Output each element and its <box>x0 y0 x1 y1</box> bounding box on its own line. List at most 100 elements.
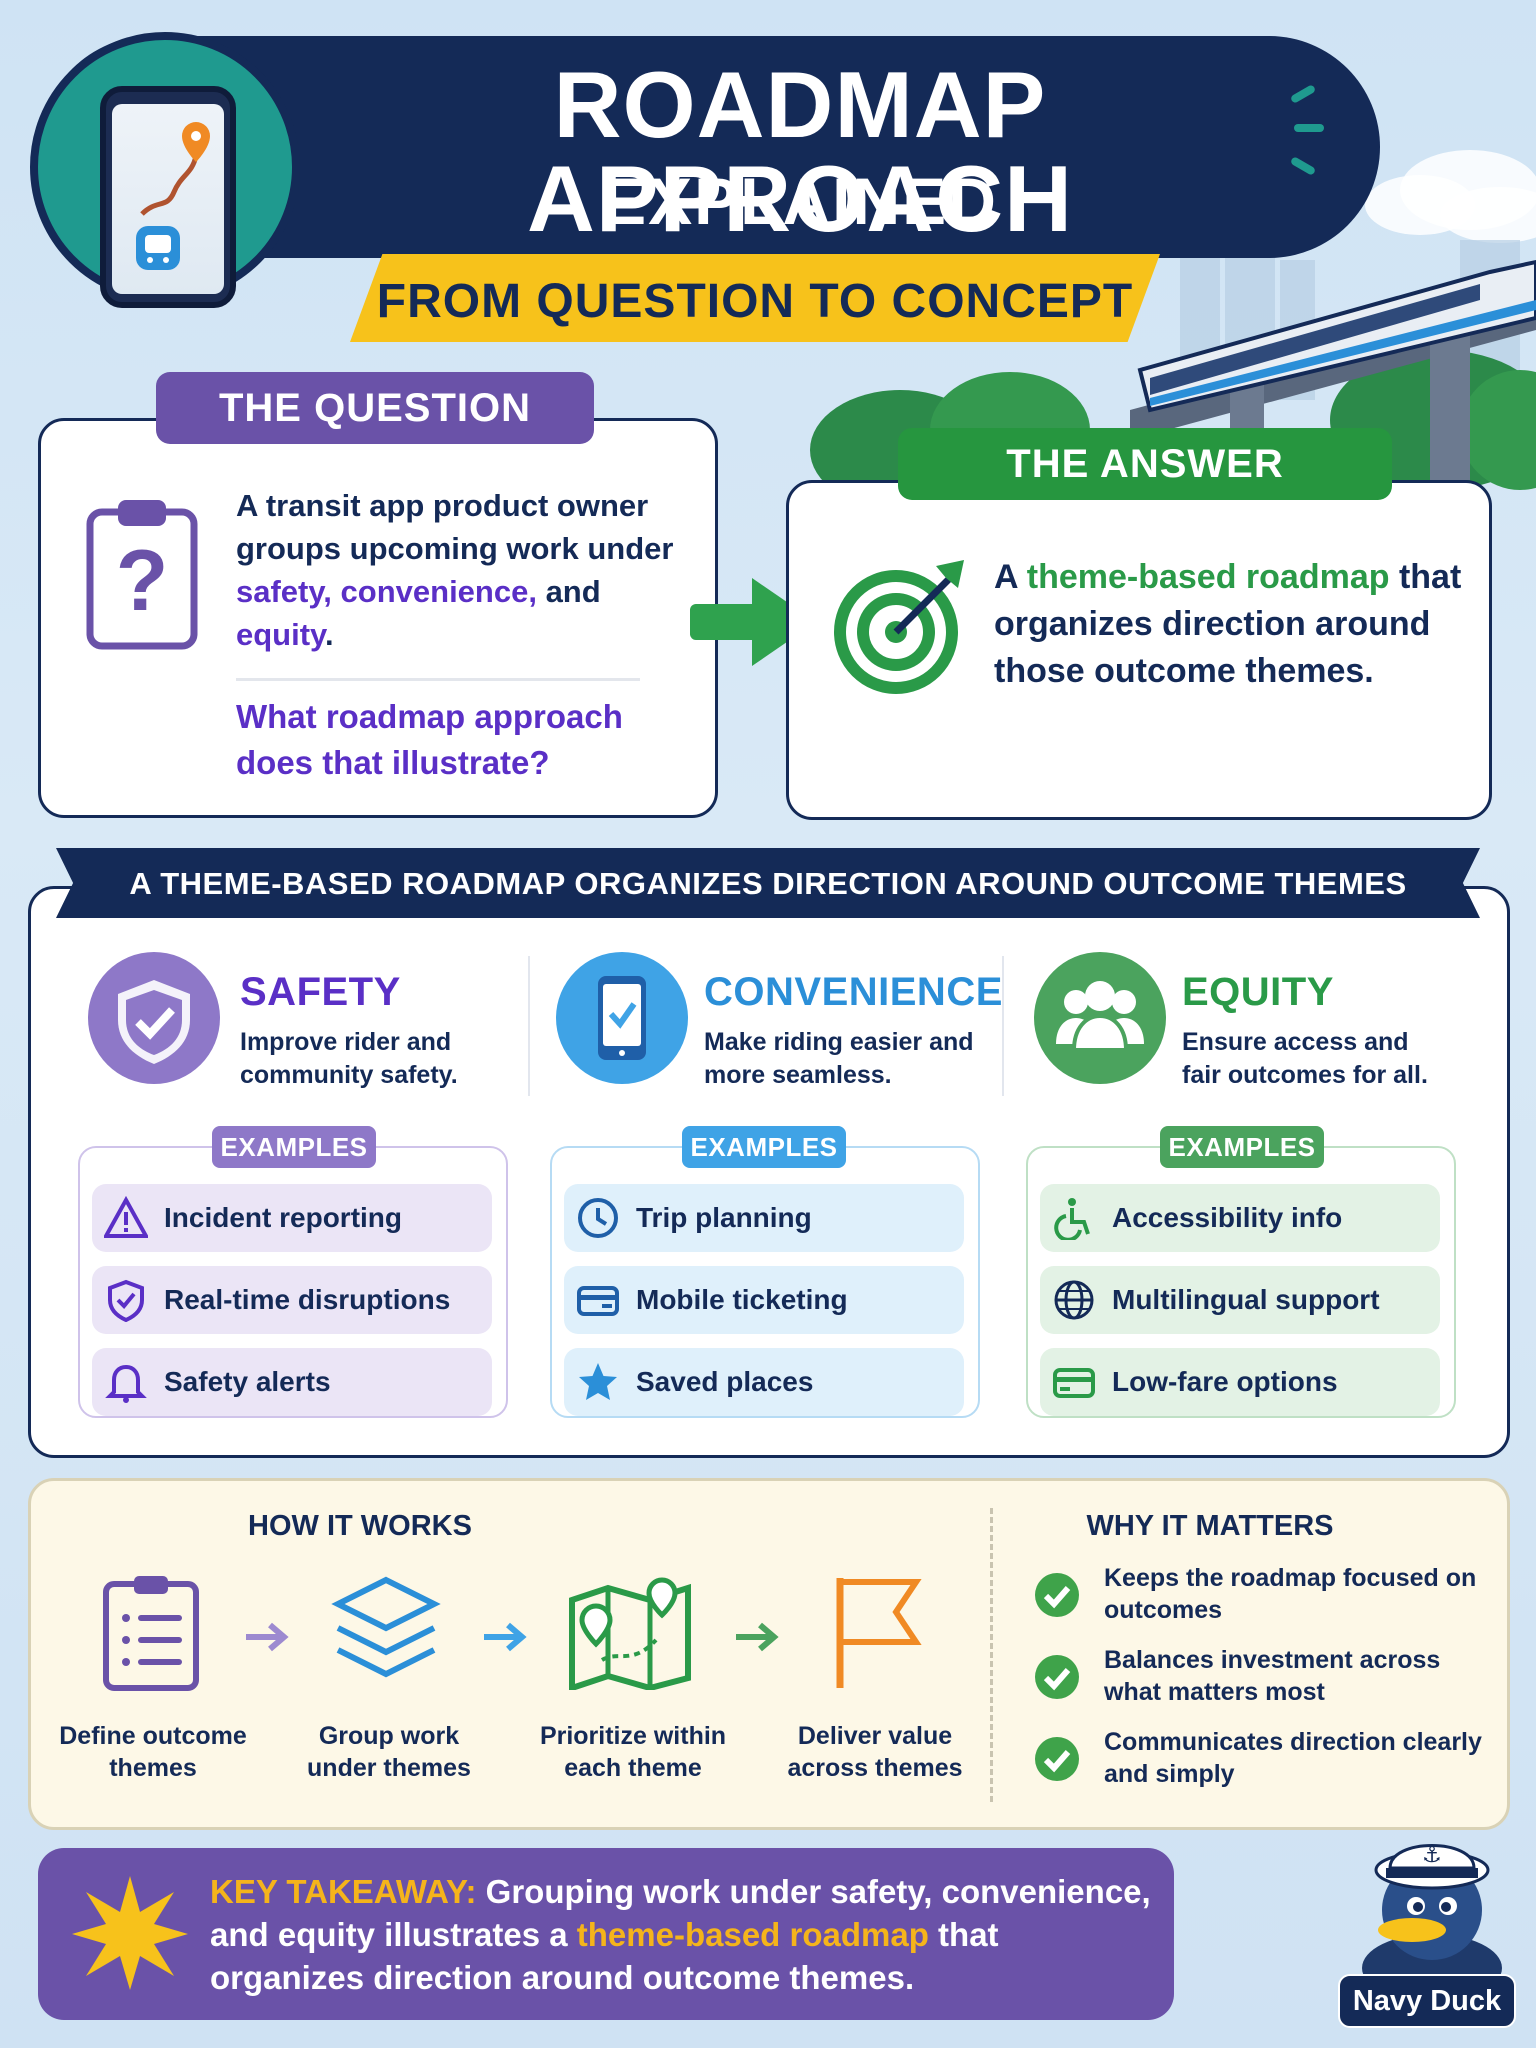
step-define-themes: Define outcome themes <box>59 1722 247 1782</box>
shield-check-icon <box>118 980 190 1064</box>
themes-banner <box>56 848 1480 918</box>
example-label: Saved places <box>636 1366 814 1397</box>
navy-duck-mascot: ⚓ <box>1362 1843 1502 1988</box>
shield-icon <box>102 1276 150 1324</box>
question-text: A transit app product owner groups upcom… <box>236 484 676 656</box>
question-ask: What roadmap approach does that illustra… <box>236 698 623 781</box>
check-circle-icon <box>1035 1737 1079 1781</box>
themes-banner-text: A THEME-BASED ROADMAP ORGANIZES DIRECTIO… <box>129 866 1407 901</box>
example-item: Real-time disruptions <box>92 1266 492 1334</box>
question-part: safety, convenience, <box>236 574 537 609</box>
answer-card <box>786 480 1492 820</box>
example-label: Incident reporting <box>164 1202 402 1233</box>
subtitle-ribbon <box>350 254 1160 342</box>
answer-tab: THE ANSWER <box>898 428 1392 500</box>
question-divider <box>236 678 640 681</box>
ribbon-text: FROM QUESTION TO CONCEPT <box>376 275 1134 328</box>
people-icon <box>1056 981 1144 1052</box>
mascot-name-badge: Navy Duck <box>1338 1974 1516 2028</box>
question-part: and <box>536 574 601 609</box>
flag-icon <box>836 1578 922 1688</box>
answer-text: A theme-based roadmap that organizes dir… <box>994 554 1464 695</box>
example-item: Low-fare options <box>1040 1348 1440 1416</box>
step-deliver-value: Deliver value across themes <box>787 1722 963 1782</box>
question-card <box>38 418 718 818</box>
theme-desc-convenience: Make riding easier and more seamless. <box>704 1028 974 1089</box>
takeaway-part: Grouping work under safety, convenience,… <box>210 1873 1151 1953</box>
globe-icon <box>1050 1276 1098 1324</box>
check-circle-icon <box>1035 1655 1079 1699</box>
why-item: Balances investment across what matters … <box>1104 1646 1441 1706</box>
sparkle-icon <box>1291 85 1324 175</box>
key-takeaway-panel <box>38 1848 1174 2020</box>
clock-icon <box>574 1194 622 1242</box>
target-icon <box>834 560 964 694</box>
section-divider <box>990 1508 993 1802</box>
clipboard-list-icon <box>103 1576 199 1691</box>
card-icon <box>1050 1358 1098 1406</box>
examples-tag: EXAMPLES <box>682 1126 846 1168</box>
why-it-matters-title: WHY IT MATTERS <box>1086 1510 1334 1542</box>
arrow-right-icon <box>246 1622 289 1652</box>
example-label: Real-time disruptions <box>164 1284 451 1315</box>
phone-check-icon <box>598 976 646 1060</box>
takeaway-label: KEY TAKEAWAY: <box>210 1873 477 1910</box>
key-takeaway-text: KEY TAKEAWAY: Grouping work under safety… <box>210 1870 1160 1999</box>
question-part: A transit app product owner groups upcom… <box>236 488 674 566</box>
how-it-works-panel <box>28 1478 1510 1830</box>
examples-tag: EXAMPLES <box>1160 1126 1324 1168</box>
arrow-right-icon <box>690 578 816 666</box>
answer-part: theme-based roadmap <box>1026 558 1390 596</box>
question-part: . <box>325 617 334 652</box>
how-it-works-title: HOW IT WORKS <box>248 1510 472 1542</box>
example-item: Multilingual support <box>1040 1266 1440 1334</box>
ticket-icon <box>574 1276 622 1324</box>
example-item: Safety alerts <box>92 1348 492 1416</box>
warning-icon <box>102 1194 150 1242</box>
example-label: Mobile ticketing <box>636 1284 848 1315</box>
example-label: Multilingual support <box>1112 1284 1380 1315</box>
takeaway-part: that organizes direction around outcome … <box>210 1916 999 1996</box>
map-pin-icon <box>569 1577 691 1690</box>
example-item: Accessibility info <box>1040 1184 1440 1252</box>
page-subtitle: EXPLAINED <box>602 164 998 238</box>
example-item: Saved places <box>564 1348 964 1416</box>
map-route-icon <box>136 122 210 270</box>
step-prioritize: Prioritize within each theme <box>539 1722 727 1782</box>
star-icon <box>574 1358 622 1406</box>
examples-tag: EXAMPLES <box>212 1126 376 1168</box>
theme-title-safety: SAFETY <box>240 970 401 1014</box>
question-part: equity <box>236 617 325 652</box>
accessibility-icon <box>1050 1194 1098 1242</box>
question-clipboard-icon: ? <box>86 500 198 650</box>
arrow-right-icon <box>736 1622 779 1652</box>
why-item: Keeps the roadmap focused on outcomes <box>1104 1564 1477 1624</box>
page-title: ROADMAP APPROACH <box>527 52 1073 251</box>
check-circle-icon <box>1035 1573 1079 1617</box>
example-label: Accessibility info <box>1112 1202 1343 1233</box>
example-item: Trip planning <box>564 1184 964 1252</box>
example-item: Mobile ticketing <box>564 1266 964 1334</box>
arrow-right-icon <box>484 1622 527 1652</box>
takeaway-part: theme-based roadmap <box>576 1916 929 1953</box>
column-divider <box>528 956 530 1096</box>
theme-desc-safety: Improve rider and community safety. <box>240 1028 458 1089</box>
layers-icon <box>331 1576 441 1678</box>
example-label: Trip planning <box>636 1202 812 1233</box>
starburst-icon <box>72 1876 188 1990</box>
example-label: Low-fare options <box>1112 1366 1338 1397</box>
svg-text:?: ? <box>116 533 169 629</box>
answer-part: A <box>994 558 1027 596</box>
step-group-work: Group work under themes <box>307 1722 471 1782</box>
example-label: Safety alerts <box>164 1366 331 1397</box>
example-item: Incident reporting <box>92 1184 492 1252</box>
answer-part: that organizes direction around those ou… <box>994 558 1462 690</box>
svg-text:⚓: ⚓ <box>1422 1843 1442 1868</box>
question-tab: THE QUESTION <box>156 372 594 444</box>
theme-title-equity: EQUITY <box>1182 970 1334 1014</box>
why-item: Communicates direction clearly and simpl… <box>1104 1728 1482 1788</box>
theme-desc-equity: Ensure access and fair outcomes for all. <box>1182 1028 1428 1089</box>
column-divider <box>1002 956 1004 1096</box>
theme-title-convenience: CONVENIENCE <box>704 970 1003 1014</box>
